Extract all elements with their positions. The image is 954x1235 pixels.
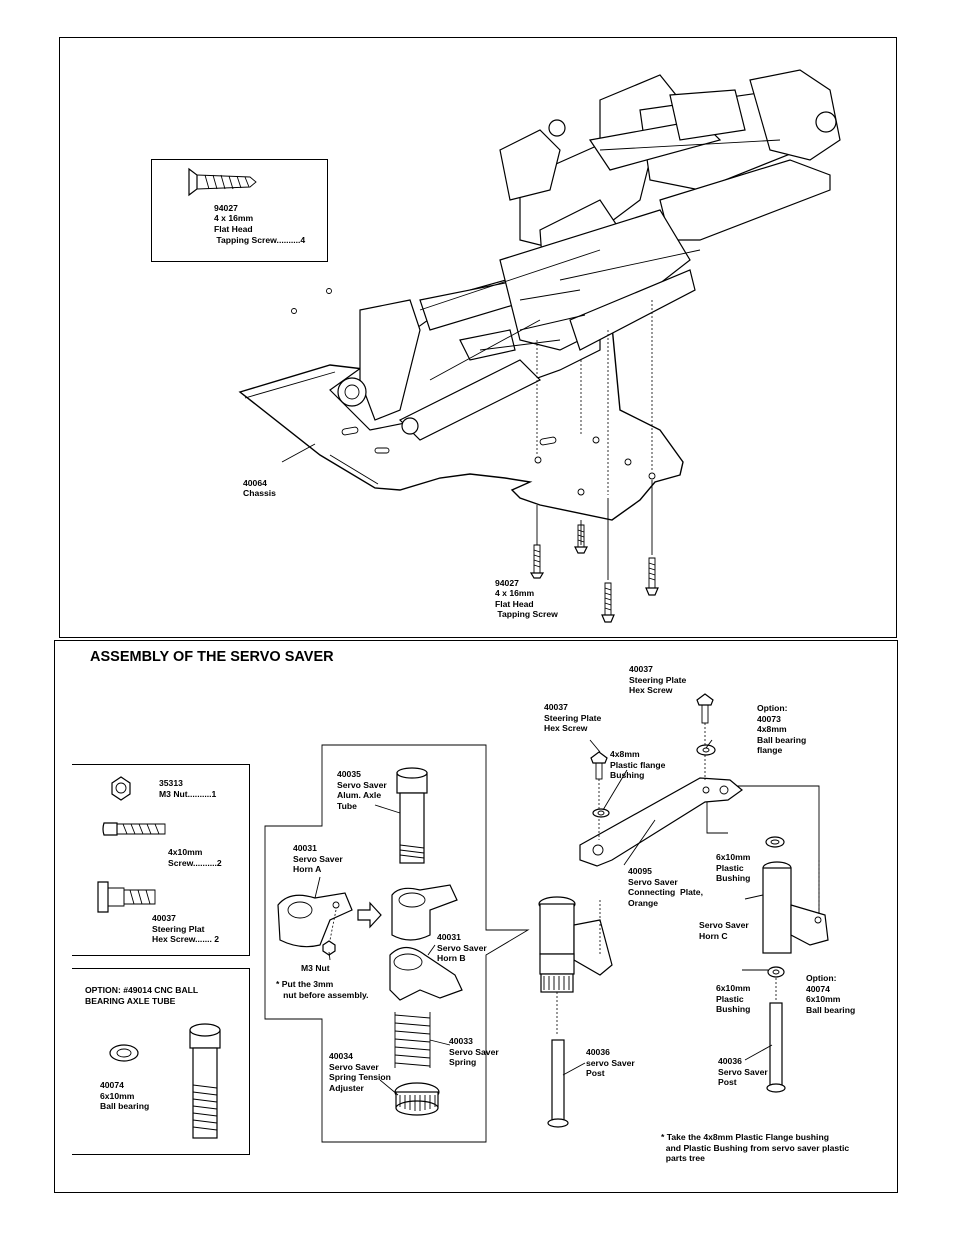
post-left-label: 40036 servo Saver Post (586, 1047, 635, 1078)
screw-type: Flat Head (495, 599, 534, 609)
hex-screw-desc: Steering Plat (152, 924, 205, 934)
hex-screw-left-label: 40037 Steering Plate Hex Screw (544, 702, 602, 733)
flat-head-screw-icon (188, 167, 257, 197)
flange-bushing-label: 4x8mm Plastic flange Bushing (610, 749, 666, 780)
ball-bearing-icon (109, 1044, 139, 1062)
box-screw-part-no: 94027 (214, 203, 238, 213)
section-title: ASSEMBLY OF THE SERVO SAVER (90, 649, 334, 665)
chassis-name: Chassis (243, 488, 276, 498)
screw-4x10-icon (102, 822, 166, 836)
box-screw-size: 4 x 16mm (214, 213, 254, 223)
nut-note: * Put the 3mm nut before assembly. (276, 979, 369, 1000)
bushing-bottom-label: 6x10mm Plastic Bushing (716, 983, 751, 1014)
bushing-top-label: 6x10mm Plastic Bushing (716, 852, 751, 883)
screw-4x10-part: 4x10mm (168, 847, 203, 857)
option-bearing-label: 40074 6x10mm Ball bearing (100, 1080, 150, 1111)
hardware-box (72, 764, 250, 956)
screw-4x10-desc: Screw..........2 (168, 858, 222, 868)
hex-screw-top-label: 40037 Steering Plate Hex Screw (629, 664, 687, 695)
hex-screw-icon (97, 881, 156, 913)
flange-bushing-icon (592, 808, 610, 818)
spring-icon (394, 1012, 431, 1068)
option-box (72, 968, 250, 1155)
hex-screw-top-icon (696, 693, 714, 780)
option-box-title: OPTION: #49014 CNC BALL BEARING AXLE TUB… (85, 985, 199, 1006)
horn-b-lower-icon (389, 946, 463, 1001)
option-bearing-right-label: Option: 40074 6x10mm Ball bearing (806, 973, 856, 1015)
option-flange-label: Option: 40073 4x8mm Ball bearing flange (757, 703, 807, 755)
chassis-install-panel (59, 37, 897, 638)
tension-adjuster-icon (394, 1082, 440, 1116)
screw-callout-box (151, 159, 328, 262)
bearing-flange-icon (696, 744, 716, 756)
hex-screw-part-no: 40037 (152, 913, 176, 923)
box-screw-desc: Tapping Screw..........4 (214, 235, 306, 245)
adjuster-label: 40034 Servo Saver Spring Tension Adjuste… (329, 1051, 391, 1093)
m3-nut-icon (111, 776, 131, 801)
chassis-part-no: 40064 (243, 478, 267, 488)
hex-screw-left-icon (590, 751, 608, 840)
post-right-label: 40036 Servo Saver Post (718, 1056, 768, 1087)
hex-screw-desc2: Hex Screw....... 2 (152, 934, 220, 944)
horn-a-label: 40031 Servo Saver Horn A (293, 843, 343, 874)
footnote: * Take the 4x8mm Plastic Flange bushing … (661, 1132, 850, 1163)
m3-nut-desc: M3 Nut..........1 (159, 789, 217, 799)
screw-size: 4 x 16mm (495, 588, 535, 598)
axle-tube-label: 40035 Servo Saver Alum. Axle Tube (337, 769, 387, 811)
spring-label: 40033 Servo Saver Spring (449, 1036, 499, 1067)
screw-part-no: 94027 (495, 578, 519, 588)
axle-tube-icon (396, 767, 428, 864)
m3-nut-small-icon (322, 940, 336, 956)
connecting-plate-icon (579, 777, 743, 867)
horn-c-label: Servo Saver Horn C (699, 920, 749, 941)
horn-b-upper-icon (391, 884, 458, 941)
horn-c-icon (762, 860, 829, 954)
horn-a-icon (277, 892, 353, 948)
assembled-servo-saver-icon (538, 896, 613, 1035)
post-left-icon (547, 1039, 569, 1128)
post-right-icon (766, 1002, 786, 1093)
horn-b-label: 40031 Servo Saver Horn B (437, 932, 487, 963)
screw-desc: Tapping Screw (495, 609, 558, 619)
bushing-top-icon (765, 836, 785, 848)
connecting-plate-label: 40095 Servo Saver Connecting Plate, Oran… (628, 866, 703, 908)
cnc-axle-tube-icon (189, 1023, 221, 1139)
bushing-bottom-icon (767, 966, 785, 1000)
m3-nut-label: M3 Nut (301, 963, 330, 973)
servo-saver-panel (54, 640, 898, 1193)
arrow-icon (357, 901, 382, 929)
screw-icon (529, 505, 545, 579)
box-screw-type: Flat Head (214, 224, 253, 234)
m3-nut-part-no: 35313 (159, 778, 183, 788)
